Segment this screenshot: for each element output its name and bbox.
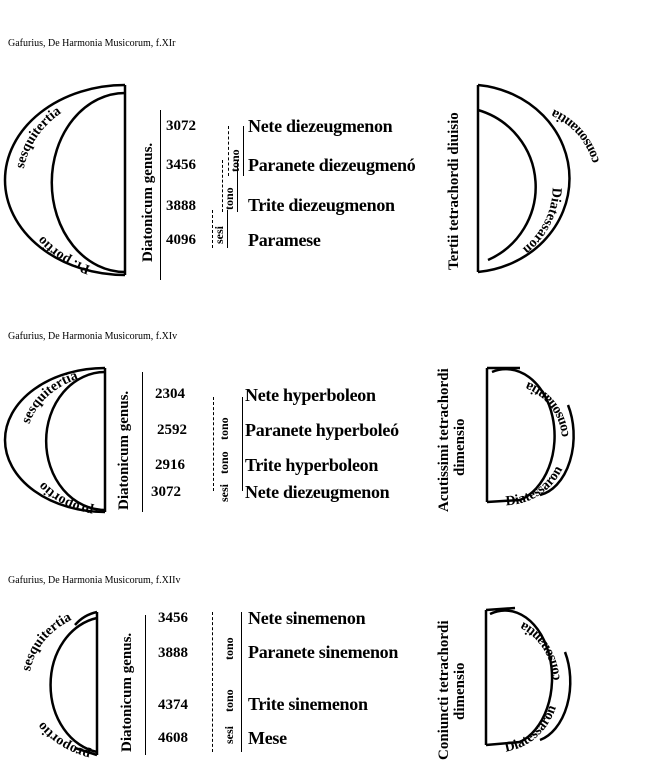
left-arc-label: proportio: [35, 719, 92, 762]
string-name: Trite hyperboleon: [245, 455, 379, 475]
ratio-number: 3456: [158, 610, 188, 626]
ratio-number: 4374: [158, 697, 188, 713]
caption: Gafurius, De Harmonia Musicorum, f.XIv: [8, 331, 178, 342]
right-semicircle: [476, 83, 571, 274]
interval-box: [212, 210, 228, 248]
left-arc-label: sesquitertia: [19, 610, 74, 673]
string-name: Paranete diezeugmenó: [248, 155, 416, 175]
string-name: Trite sinemenon: [248, 694, 368, 714]
string-name: Mese: [248, 728, 287, 748]
interval-box: [212, 612, 242, 752]
interval-label: sesi: [222, 726, 236, 744]
right-arc-label: Diatessaron: [503, 703, 560, 756]
interval-box: [213, 397, 243, 491]
ratio-number: 3888: [166, 198, 196, 214]
left-semicircle: [49, 610, 99, 757]
right-arc-label: consonantia: [518, 618, 564, 681]
interval-label: tono: [222, 689, 236, 712]
right-semicircle: [485, 366, 575, 504]
interval-box: [222, 160, 238, 212]
ratio-number: 4608: [158, 730, 188, 746]
string-name: Trite diezeugmenon: [248, 195, 395, 215]
interval-label: tono: [222, 637, 236, 660]
ratio-number: 3456: [166, 157, 196, 173]
ratio-number: 2592: [157, 422, 187, 438]
ratio-number: 2304: [155, 386, 185, 402]
string-name: Nete sinemenon: [248, 608, 366, 628]
ratio-number: 2916: [155, 457, 185, 473]
caption: Gafurius, De Harmonia Musicorum, f.XIIv: [8, 575, 181, 586]
tetrachord-label: dimensio: [452, 662, 468, 720]
divider: [142, 372, 143, 512]
ratio-number: 3888: [158, 645, 188, 661]
string-name: Paramese: [248, 230, 321, 250]
divider: [160, 110, 161, 280]
left-semicircle: [3, 366, 107, 514]
string-name: Nete diezeugmenon: [245, 482, 390, 502]
interval-box: [228, 126, 244, 176]
ratio-number: 4096: [166, 232, 196, 248]
left-semicircle: [3, 83, 127, 277]
tetrachord-label: Coniuncti tetrachordi: [436, 620, 452, 760]
caption: Gafurius, De Harmonia Musicorum, f.XIr: [8, 38, 176, 49]
ratio-number: 3072: [166, 118, 196, 134]
string-name: Nete diezeugmenon: [248, 116, 393, 136]
divider: [145, 615, 146, 755]
string-name: Paranete sinemenon: [248, 642, 399, 662]
string-name: Paranete hyperboleó: [245, 420, 399, 440]
genus-label: Diatonicum genus.: [119, 632, 135, 752]
right-semicircle: [484, 606, 572, 747]
ratio-number: 3072: [151, 484, 181, 500]
string-name: Nete hyperboleon: [245, 385, 376, 405]
